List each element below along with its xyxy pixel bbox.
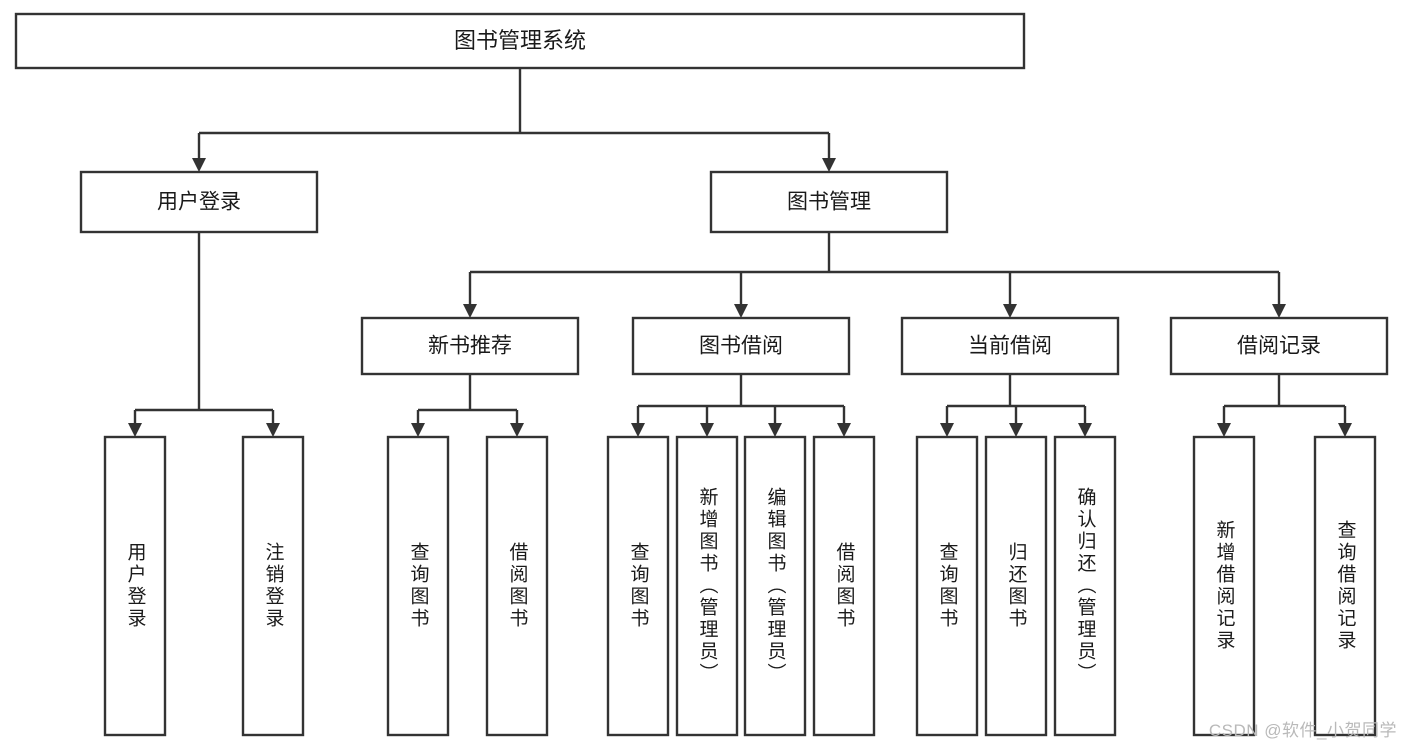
edge-borrow-record-to-leaf-query-record-arrowhead xyxy=(1338,423,1352,437)
node-leaf-query-record[interactable] xyxy=(1313,435,1377,737)
edge-root-to-user-login-arrowhead xyxy=(192,158,206,172)
node-leaf-query-book-c[interactable] xyxy=(915,435,979,737)
node-book-management-label: 图书管理 xyxy=(787,191,871,214)
edge-new-book-recommend-to-leaf-borrow-book-a-arrowhead xyxy=(510,423,524,437)
edge-user-login-to-leaf-user-login-arrowhead xyxy=(128,423,142,437)
node-leaf-borrow-book-b[interactable] xyxy=(812,435,876,737)
connector-lines-layer xyxy=(128,68,1352,437)
node-leaf-user-logout[interactable] xyxy=(241,435,305,737)
edge-borrow-record-to-leaf-add-record-arrowhead xyxy=(1217,423,1231,437)
edge-book-borrow-to-leaf-add-book-arrowhead xyxy=(700,423,714,437)
edge-bookmgmt-to-borrow-record-arrowhead xyxy=(1272,304,1286,318)
node-root-label: 图书管理系统 xyxy=(454,28,586,53)
node-leaf-confirm-return[interactable] xyxy=(1053,435,1117,737)
edge-bookmgmt-to-new-book-recommend-arrowhead xyxy=(463,304,477,318)
csdn-watermark: CSDN @软件_小贺同学 xyxy=(1208,721,1397,740)
node-borrow-record-label: 借阅记录 xyxy=(1237,335,1321,358)
edge-current-borrow-to-leaf-confirm-return-arrowhead xyxy=(1078,423,1092,437)
node-borrow-record[interactable]: 借阅记录 xyxy=(1169,316,1389,376)
node-user-login-label: 用户登录 xyxy=(157,191,241,214)
edge-book-borrow-to-leaf-query-book-b-arrowhead xyxy=(631,423,645,437)
node-new-book-recommend[interactable]: 新书推荐 xyxy=(360,316,580,376)
node-leaf-borrow-book-a[interactable] xyxy=(485,435,549,737)
edge-new-book-recommend-to-leaf-query-book-a-arrowhead xyxy=(411,423,425,437)
node-leaf-return-book[interactable] xyxy=(984,435,1048,737)
node-book-borrow[interactable]: 图书借阅 xyxy=(631,316,851,376)
node-leaf-add-record[interactable] xyxy=(1192,435,1256,737)
edge-current-borrow-to-leaf-query-book-c-arrowhead xyxy=(940,423,954,437)
edge-user-login-to-leaf-user-logout-arrowhead xyxy=(266,423,280,437)
edge-book-borrow-to-leaf-borrow-book-b-arrowhead xyxy=(837,423,851,437)
node-new-book-recommend-label: 新书推荐 xyxy=(428,335,512,358)
edge-book-borrow-to-leaf-edit-book-arrowhead xyxy=(768,423,782,437)
node-root[interactable]: 图书管理系统 xyxy=(14,12,1026,70)
node-book-borrow-label: 图书借阅 xyxy=(699,335,783,358)
node-current-borrow-label: 当前借阅 xyxy=(968,335,1052,358)
node-leaf-user-login[interactable] xyxy=(103,435,167,737)
edge-root-to-book-management-arrowhead xyxy=(822,158,836,172)
edge-current-borrow-to-leaf-return-book-arrowhead xyxy=(1009,423,1023,437)
node-leaf-query-book-b[interactable] xyxy=(606,435,670,737)
node-user-login[interactable]: 用户登录 xyxy=(79,170,319,234)
node-current-borrow[interactable]: 当前借阅 xyxy=(900,316,1120,376)
edge-bookmgmt-to-current-borrow-arrowhead xyxy=(1003,304,1017,318)
edge-bookmgmt-to-book-borrow-arrowhead xyxy=(734,304,748,318)
node-leaf-query-book-a[interactable] xyxy=(386,435,450,737)
node-leaf-add-book[interactable] xyxy=(675,435,739,737)
node-leaf-edit-book[interactable] xyxy=(743,435,807,737)
node-book-management[interactable]: 图书管理 xyxy=(709,170,949,234)
